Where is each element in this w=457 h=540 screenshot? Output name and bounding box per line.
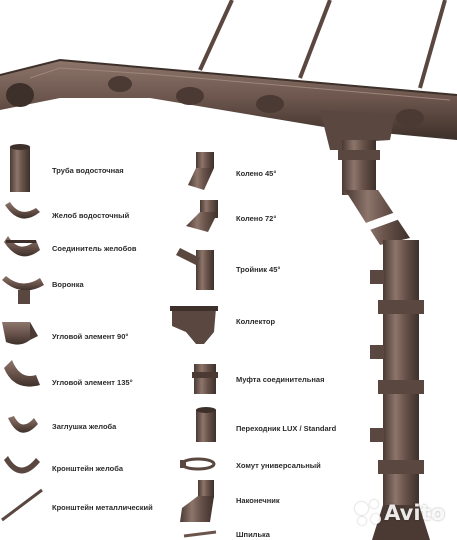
label-corner135: Угловой элемент 135° [52,378,133,387]
pipe-icon [10,144,30,192]
tee45-icon [176,248,214,290]
label-elbow72: Колено 72° [236,214,277,223]
label-collector: Коллектор [236,317,276,326]
label-gutter: Желоб водосточный [52,211,130,220]
connector-icon [4,236,40,257]
gutter-assembly [0,58,457,150]
clamp-icon [180,457,216,471]
label-coupling: Муфта соединительная [236,375,325,384]
elbow45-icon [188,152,214,190]
corner90-icon [2,322,38,345]
label-connector: Соединитель желобов [52,244,137,253]
outlet-icon [180,480,214,522]
label-endcap: Заглушка желоба [52,422,117,431]
watermark-text: Avito [384,501,445,525]
label-pipe: Труба водосточная [52,166,124,175]
funnel-icon [2,276,44,304]
label-corner90: Угловой элемент 90° [52,332,129,341]
roof-rafters [198,0,447,89]
watermark: Avito [355,500,445,526]
label-bracket: Кронштейн желоба [52,464,124,473]
adapter-icon [196,407,216,442]
collector-icon [170,306,218,344]
metal-bracket-icon [1,488,43,522]
label-elbow45: Колено 45° [236,169,277,178]
bracket-icon [4,456,40,474]
label-tee45: Тройник 45° [236,265,281,274]
downpipe [338,140,430,540]
stud-icon [183,530,217,538]
label-funnel: Воронка [52,280,84,289]
endcap-icon [8,416,38,433]
corner135-icon [4,360,40,387]
avito-logo-icon [355,500,382,526]
label-metal-bracket: Кронштейн металлический [52,503,153,512]
label-outlet: Наконечник [236,496,280,505]
coupling-icon [192,364,218,394]
label-clamp: Хомут универсальный [236,461,321,470]
gutter-icon [5,202,40,219]
elbow72-icon [186,200,218,232]
label-stud: Шпилька [236,530,270,539]
label-adapter: Переходник LUX / Standard [236,424,337,433]
